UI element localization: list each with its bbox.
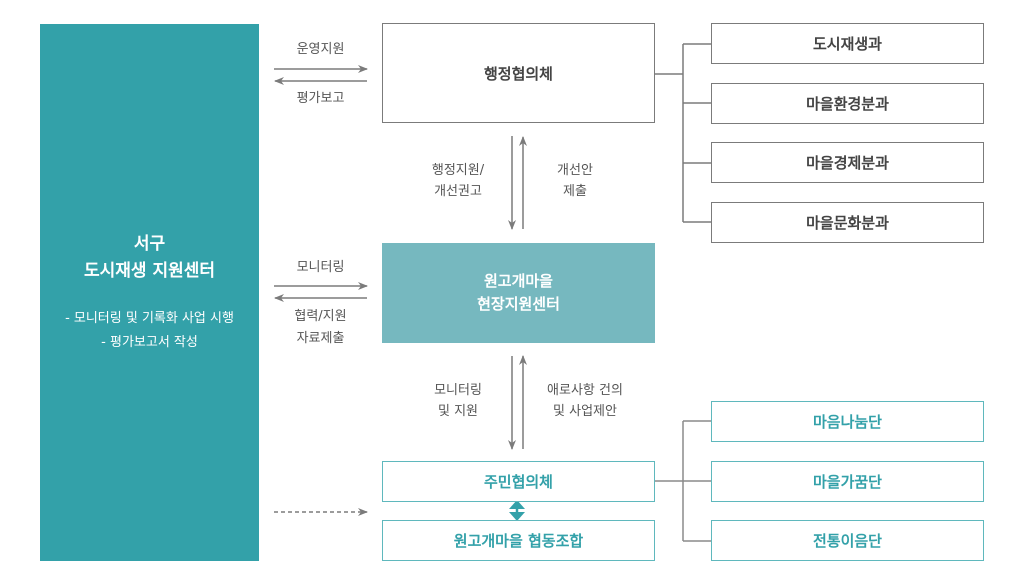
center-title-line1: 서구: [133, 233, 166, 254]
label-improvement-plan: 개선안: [557, 163, 593, 178]
dept-label: 마을경제분과: [806, 154, 889, 172]
label-monitoring: 모니터링: [296, 260, 345, 275]
dept-label: 마을문화분과: [806, 214, 889, 232]
field-center-line1: 원고개마을: [483, 272, 553, 290]
label-admin-support: 행정지원/: [431, 163, 485, 178]
admin-council-box: 행정협의체: [382, 23, 655, 123]
group-box: 전통이음단: [711, 520, 984, 561]
admin-tree-connector: [654, 43, 711, 223]
center-bullet: - 평가보고서 작성: [101, 334, 198, 350]
admin-council-label: 행정협의체: [483, 64, 553, 83]
field-center-line2: 현장지원센터: [477, 295, 560, 313]
label-submission: 제출: [563, 184, 587, 199]
residents-council-box: 주민협의체: [382, 461, 655, 502]
group-label: 마음나눔단: [812, 413, 882, 431]
resident-tree-connector: [654, 420, 711, 542]
label-improvement-advice: 개선권고: [434, 184, 482, 199]
label-data-submission: 자료제출: [296, 331, 345, 346]
field-support-center-box: 원고개마을 현장지원센터: [382, 243, 655, 343]
double-arrow-teal: [509, 500, 525, 521]
label-project-proposal: 및 사업제안: [553, 404, 617, 419]
dept-box: 마을환경분과: [711, 83, 984, 124]
cooperative-box: 원고개마을 협동조합: [382, 520, 655, 561]
label-lower-monitoring: 모니터링: [434, 383, 482, 398]
dept-label: 도시재생과: [812, 35, 882, 53]
dept-label: 마을환경분과: [806, 95, 889, 113]
cooperative-label: 원고개마을 협동조합: [453, 532, 584, 550]
label-operation-support: 운영지원: [296, 42, 345, 57]
seogu-urban-regeneration-center: 서구 도시재생 지원센터 - 모니터링 및 기록화 사업 시행 - 평가보고서 …: [40, 24, 259, 561]
dept-box: 도시재생과: [711, 23, 984, 64]
group-label: 전통이음단: [812, 532, 882, 550]
label-cooperation-support: 협력/지원: [294, 309, 347, 324]
label-and-support: 및 지원: [437, 404, 478, 419]
group-box: 마음나눔단: [711, 401, 984, 442]
label-difficulties: 애로사항 건의: [547, 383, 623, 398]
label-evaluation-report: 평가보고: [296, 91, 345, 106]
center-bullet: - 모니터링 및 기록화 사업 시행: [65, 310, 234, 326]
center-title-line2: 도시재생 지원센터: [83, 260, 216, 281]
dept-box: 마을문화분과: [711, 202, 984, 243]
dept-box: 마을경제분과: [711, 142, 984, 183]
group-box: 마을가꿈단: [711, 461, 984, 502]
group-label: 마을가꿈단: [812, 473, 882, 491]
residents-council-label: 주민협의체: [483, 473, 553, 491]
